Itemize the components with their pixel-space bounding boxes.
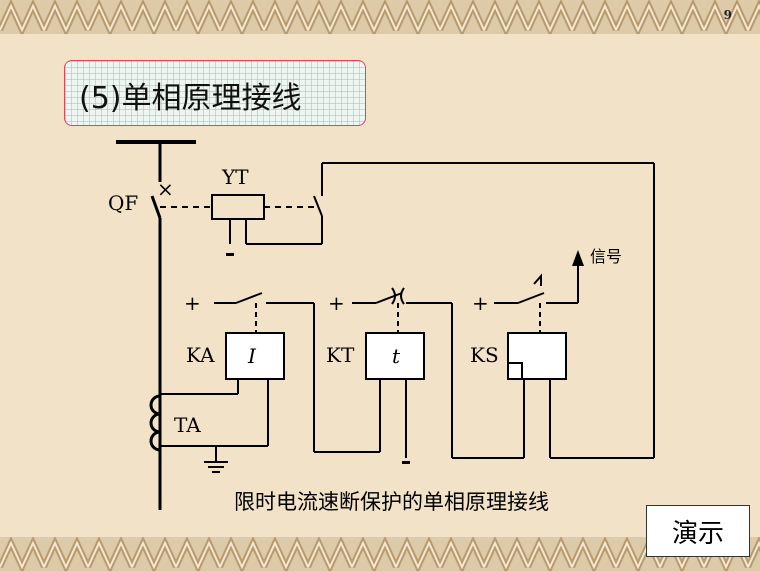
qf-aux-contact: [313, 195, 323, 217]
qf-breaker-contact: [150, 195, 162, 219]
kt-label: KT: [326, 343, 355, 367]
ka-plus-label: +: [184, 291, 201, 315]
signal-arrow-icon: [572, 250, 584, 266]
kt-minus-mark: [402, 461, 410, 464]
qf-trip-mark: ×: [157, 177, 174, 201]
demo-button[interactable]: 演示: [646, 505, 750, 557]
ka-contact: [235, 292, 263, 304]
yt-coil: [211, 194, 265, 220]
ka-relay: [225, 332, 285, 380]
page-number: 9: [723, 8, 732, 22]
diagram-caption: 限时电流速断保护的单相原理接线: [234, 490, 549, 514]
kt-contact: [375, 292, 403, 304]
slide-title: (5)单相原理接线: [79, 81, 302, 116]
ta-transformer: [149, 394, 161, 452]
title-box: (5)单相原理接线: [64, 60, 366, 126]
ka-label: KA: [186, 343, 215, 367]
kt-relay: [365, 332, 425, 380]
bottom-border-band: [0, 537, 760, 571]
top-border-band: [0, 0, 760, 34]
ka-symbol: I: [247, 344, 257, 368]
ks-label: KS: [470, 343, 499, 367]
ks-contact: [517, 292, 545, 304]
yt-label: YT: [221, 165, 249, 189]
kt-plus-label: +: [328, 291, 345, 315]
ks-plus-label: +: [472, 291, 489, 315]
yt-minus-mark: [226, 253, 234, 256]
kt-symbol: t: [392, 344, 401, 368]
signal-label: 信号: [590, 247, 622, 266]
ks-relay: [507, 332, 567, 380]
ta-label: TA: [174, 413, 201, 437]
qf-label: QF: [108, 191, 138, 215]
